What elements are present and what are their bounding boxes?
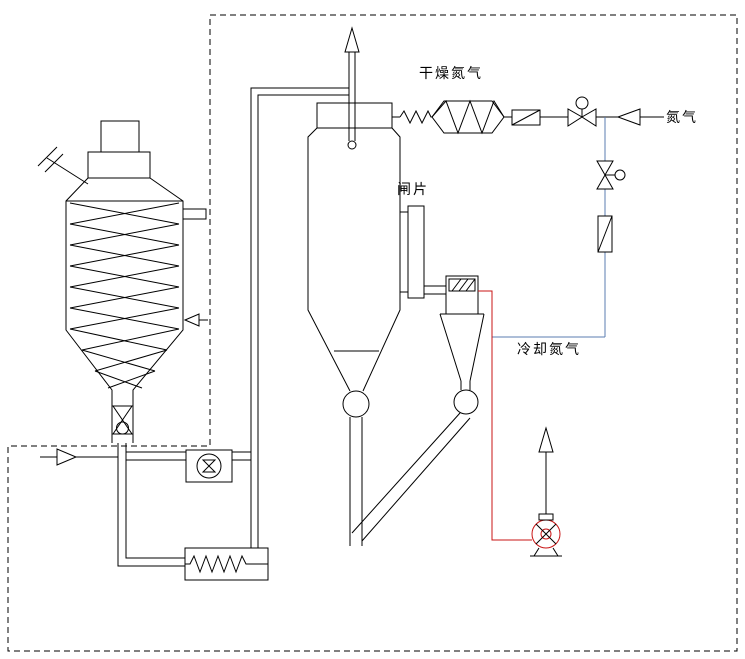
rotary-feeder-rotor xyxy=(196,453,222,479)
cyclone-filter-hatch xyxy=(448,278,476,292)
blower-base xyxy=(530,547,562,557)
dryer-side-nozzle xyxy=(183,208,207,220)
label-nitrogen: 氮气 xyxy=(666,109,698,125)
feed-arrow-icon xyxy=(56,448,78,466)
conical-screw-dryer xyxy=(37,120,208,443)
check-arrow-icon xyxy=(616,108,641,126)
cooling-nitrogen-branch xyxy=(492,117,606,338)
label-cooling-nitrogen: 冷却氮气 xyxy=(517,341,581,357)
vent-arrow-icon xyxy=(344,26,360,53)
dryer-motor-top xyxy=(100,120,140,153)
vent-pipe xyxy=(348,52,356,141)
recirc-pipe-outer xyxy=(250,87,349,548)
nitrogen-gas-train xyxy=(392,96,664,135)
gate-plates-stubs xyxy=(400,211,408,293)
branch-filter-diagonal xyxy=(597,215,613,253)
rotary-feeder-vanes xyxy=(201,459,217,473)
heater xyxy=(184,547,269,581)
exhaust-line xyxy=(478,290,561,549)
cyclone-rotary-airlock-icon xyxy=(453,389,479,415)
vent-nozzle-ball xyxy=(347,140,357,150)
discharge-pipe-inner xyxy=(125,443,185,559)
valve-handwheel xyxy=(575,96,589,110)
branch-valve-icon xyxy=(596,160,626,190)
cyclone-icon xyxy=(351,275,485,542)
cyclone-duct xyxy=(424,285,446,295)
line-filter-diagonal xyxy=(511,109,541,126)
feed-piping xyxy=(40,443,251,567)
dryer-inlet-arrow-icon xyxy=(183,313,208,327)
tower-shell xyxy=(307,127,401,392)
dryer-motor-body xyxy=(87,151,151,179)
feeder-left-duct xyxy=(126,451,186,461)
blower-blades xyxy=(535,523,557,545)
dryer-vessel-outline xyxy=(65,177,184,443)
gate-plates-icon xyxy=(407,205,425,299)
rotary-feeder-box xyxy=(185,449,233,483)
discharge-valve-icon xyxy=(112,405,133,435)
label-dry-nitrogen: 干燥氮气 xyxy=(419,65,483,81)
cyclone-drop-pipe xyxy=(351,412,471,542)
finned-heater-fins xyxy=(431,99,505,135)
dryer-screw-coils xyxy=(69,202,180,389)
drying-tower xyxy=(307,102,446,546)
feeder-right-duct xyxy=(232,451,251,461)
agitator-handle-icon xyxy=(37,146,89,185)
recirc-pipe-inner xyxy=(257,94,349,548)
blower-hub xyxy=(540,528,552,540)
heater-element-icon xyxy=(185,554,268,574)
recirculation-piping xyxy=(250,26,360,548)
ball-valve-icon xyxy=(567,96,597,127)
cooling-branch-fittings xyxy=(596,160,626,253)
cyclone-hatch-lines xyxy=(451,278,476,292)
flex-connector-icon xyxy=(399,109,432,125)
blower-top-box xyxy=(538,513,554,521)
exhaust-pipe xyxy=(478,290,532,541)
tower-discharge-pipe xyxy=(349,417,363,546)
dashed-boundary xyxy=(7,14,738,652)
cyclone-cone xyxy=(439,313,485,390)
label-gate-plates: 闸片 xyxy=(397,181,429,197)
labels: 干燥氮气 闸片 冷却氮气 氮气 xyxy=(397,65,698,357)
tower-cap xyxy=(316,102,393,129)
tower-rotary-airlock-icon xyxy=(342,390,370,418)
blower-icon xyxy=(530,426,562,557)
branch-valve-handwheel xyxy=(614,169,626,181)
rotary-feeder-icon xyxy=(185,449,233,483)
branch-filter-icon xyxy=(597,215,613,253)
discharge-pipe-outer xyxy=(117,443,185,567)
exhaust-arrow-icon xyxy=(538,426,554,453)
